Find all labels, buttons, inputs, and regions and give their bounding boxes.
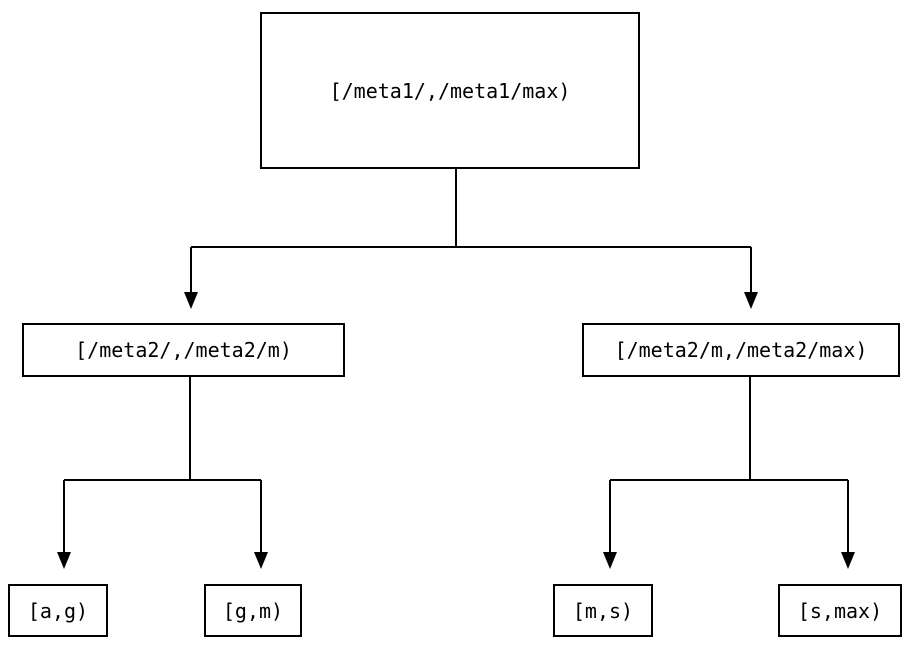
node-label: [a,g) [27, 598, 89, 623]
arrowhead-down-icon [744, 292, 758, 309]
edge-left-subtree [63, 377, 262, 553]
edge-right-subtree [609, 377, 849, 553]
node-meta2-high-interval: [/meta2/m,/meta2/max) [582, 323, 900, 377]
node-label: [/meta2/m,/meta2/max) [614, 338, 868, 362]
arrowhead-down-icon [603, 552, 617, 569]
node-meta2-low-interval: [/meta2/,/meta2/m) [22, 323, 345, 377]
node-root-interval: [/meta1/,/meta1/max) [260, 12, 640, 169]
node-label: [/meta2/,/meta2/m) [75, 338, 292, 362]
node-leaf-g-m: [g,m) [204, 584, 302, 637]
arrowhead-down-icon [841, 552, 855, 569]
arrowhead-down-icon [57, 552, 71, 569]
node-leaf-m-s: [m,s) [553, 584, 653, 637]
node-label: [/meta1/,/meta1/max) [329, 78, 571, 103]
arrowhead-down-icon [184, 292, 198, 309]
node-label: [s,max) [797, 598, 883, 623]
edge-root-trunk [190, 169, 752, 293]
node-label: [g,m) [222, 598, 284, 623]
arrowhead-down-icon [254, 552, 268, 569]
node-label: [m,s) [572, 598, 634, 623]
node-leaf-s-max: [s,max) [778, 584, 902, 637]
node-leaf-a-g: [a,g) [8, 584, 108, 637]
